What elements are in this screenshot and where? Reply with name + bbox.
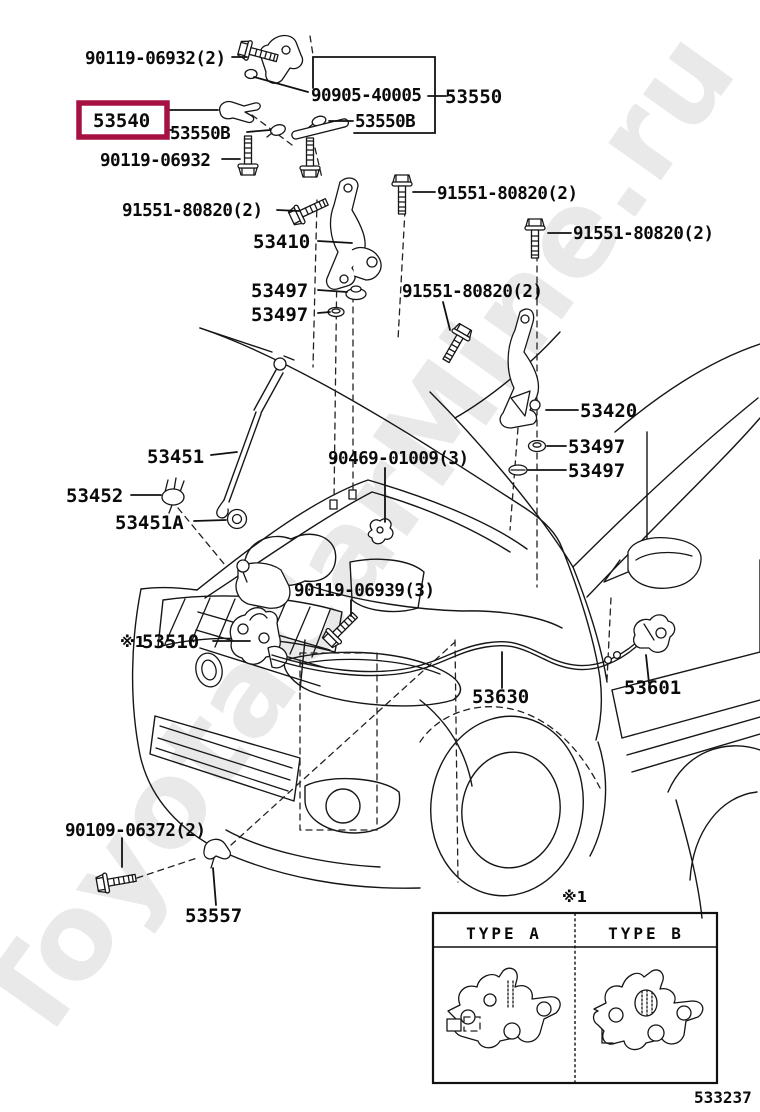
footnote-marker: ※1 (562, 888, 587, 906)
highlighted-part-box[interactable] (76, 100, 170, 140)
part-label-91551-80820-right[interactable]: 91551-80820(2) (573, 224, 714, 244)
exploded-parts (94, 34, 676, 896)
part-label-53451[interactable]: 53451 (147, 446, 204, 468)
bolt-icon (237, 135, 259, 176)
part-label-91551-80820-mid[interactable]: 91551-80820(2) (402, 282, 543, 302)
type-a-lock-drawing (446, 967, 561, 1049)
leader-lines (121, 56, 650, 906)
type-b-lock-drawing (592, 969, 704, 1051)
footnote-prefix: ※1 (120, 633, 145, 651)
part-label-90119-06932[interactable]: 90119-06932 (100, 151, 211, 171)
part-label-91551-80820-left[interactable]: 91551-80820(2) (122, 201, 263, 221)
part-label-53497-d[interactable]: 53497 (568, 460, 625, 482)
figure-code: 533237 (694, 1088, 752, 1107)
part-label-53410[interactable]: 53410 (253, 231, 310, 253)
part-label-90109-06372[interactable]: 90109-06372(2) (65, 821, 206, 841)
assembly-dashed-lines (136, 35, 612, 883)
part-label-90119-06939[interactable]: 90119-06939(3) (294, 581, 435, 601)
part-label-53557[interactable]: 53557 (185, 905, 242, 927)
part-label-53601[interactable]: 53601 (624, 677, 681, 699)
type-table: ※1 TYPE A TYPE B (431, 888, 719, 1085)
type-a-header: TYPE A (466, 924, 542, 943)
part-label-53540[interactable]: 53540 (93, 110, 150, 132)
part-label-53452[interactable]: 53452 (66, 485, 123, 507)
part-number-labels: 90119-06932(2) 90905-40005 53550 53540 5… (65, 49, 714, 927)
part-label-53510[interactable]: ※1 53510 (120, 631, 199, 653)
part-label-90119-06932-2[interactable]: 90119-06932(2) (85, 49, 226, 69)
part-label-91551-80820-top[interactable]: 91551-80820(2) (437, 184, 578, 204)
type-b-header: TYPE B (608, 924, 684, 943)
part-label-90469-01009[interactable]: 90469-01009(3) (328, 449, 469, 469)
part-label-53550B-left[interactable]: 53550B (170, 124, 231, 144)
bolt-icon (524, 218, 546, 259)
part-label-53451A[interactable]: 53451A (115, 512, 184, 534)
bolt-icon (299, 137, 321, 178)
lock-number: 53510 (142, 631, 199, 653)
part-label-53420[interactable]: 53420 (580, 400, 637, 422)
bolt-icon (436, 321, 475, 367)
part-label-53630[interactable]: 53630 (472, 686, 529, 708)
part-label-53550B-right[interactable]: 53550B (355, 112, 416, 132)
part-label-53497-c[interactable]: 53497 (568, 436, 625, 458)
car-body-art (131, 327, 760, 919)
part-label-53550[interactable]: 53550 (445, 86, 502, 108)
part-label-53497-b[interactable]: 53497 (251, 304, 308, 326)
part-label-90905-40005[interactable]: 90905-40005 (311, 86, 422, 106)
bolt-icon (94, 867, 139, 896)
part-label-53497-a[interactable]: 53497 (251, 280, 308, 302)
bolt-icon (391, 174, 413, 215)
